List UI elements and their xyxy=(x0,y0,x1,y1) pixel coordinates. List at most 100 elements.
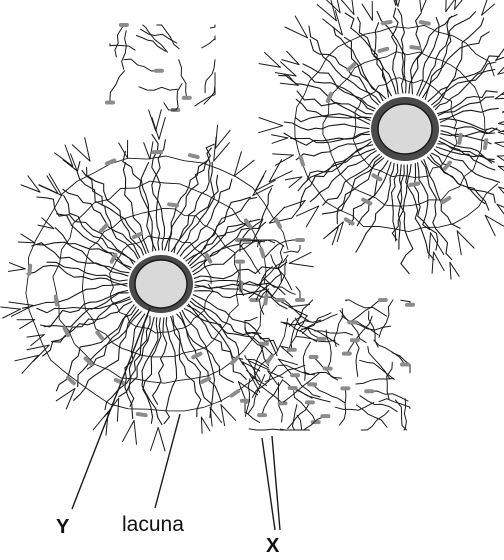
canaliculus-branch xyxy=(119,143,128,158)
canaliculus-branch xyxy=(497,155,504,156)
canaliculus-branch xyxy=(498,58,504,74)
canaliculus-branch xyxy=(8,269,25,272)
osteocyte xyxy=(29,266,30,274)
canaliculus-branch xyxy=(335,11,342,35)
osteocyte xyxy=(421,22,429,24)
osteocyte xyxy=(268,356,273,363)
canaliculus-branch xyxy=(450,262,451,279)
canaliculus xyxy=(428,157,489,210)
interstitial-line xyxy=(374,340,405,365)
osteocyte xyxy=(190,155,198,157)
osteocyte xyxy=(383,22,391,23)
canaliculus-branch xyxy=(421,0,428,12)
interstitial-line xyxy=(360,360,395,379)
canaliculus-branch xyxy=(216,130,231,148)
canaliculus-branch xyxy=(419,0,421,12)
osteocyte xyxy=(56,297,57,305)
interstitial-line xyxy=(124,59,159,71)
canaliculus xyxy=(438,97,494,116)
canaliculus xyxy=(64,196,135,263)
interstitial-line xyxy=(271,255,292,290)
osteocyte xyxy=(232,357,238,363)
osteocyte xyxy=(373,175,380,179)
canaliculus xyxy=(428,56,499,102)
osteocyte xyxy=(97,333,102,339)
interstitial-line xyxy=(115,25,124,57)
osteocyte xyxy=(169,204,177,205)
canaliculus-branch xyxy=(144,143,150,160)
osteocyte xyxy=(202,379,209,382)
interstitial-line xyxy=(179,60,187,98)
canaliculus-branch xyxy=(9,302,33,305)
osteocyte xyxy=(261,249,263,257)
interstitial-line xyxy=(288,402,310,428)
interstitial-line xyxy=(296,287,300,301)
interstitial-line xyxy=(136,36,165,52)
canaliculus-branch xyxy=(259,118,283,126)
canaliculus xyxy=(345,13,391,96)
canaliculus-branch xyxy=(498,124,504,127)
canaliculus-branch xyxy=(495,143,504,149)
canaliculus xyxy=(190,221,251,266)
canaliculus-branch xyxy=(272,135,288,138)
canaliculus-branch xyxy=(446,0,461,12)
interstitial-line xyxy=(110,71,125,103)
interstitial-line xyxy=(141,29,177,43)
osteocyte xyxy=(445,163,450,169)
interstitial-line xyxy=(157,25,179,49)
interstitial-line xyxy=(284,245,300,253)
interstitial-line xyxy=(139,87,177,90)
canaliculus-branch xyxy=(398,0,404,6)
canaliculus-branch xyxy=(498,132,504,140)
canaliculus-branch xyxy=(156,110,162,131)
canaliculus-branch xyxy=(117,398,118,421)
canaliculus xyxy=(310,39,380,103)
canaliculus-branch xyxy=(234,152,241,176)
canaliculus-branch xyxy=(362,4,372,20)
canaliculus-branch xyxy=(18,242,35,243)
canaliculus-branch xyxy=(159,118,165,140)
osteocyte xyxy=(265,295,266,303)
canaliculus xyxy=(392,8,399,94)
label-x: X xyxy=(266,535,280,557)
canaliculus xyxy=(418,163,430,230)
interstitial-line xyxy=(349,300,386,316)
osteocyte xyxy=(232,391,239,396)
canaliculus-branch xyxy=(289,263,313,266)
interstitial-line xyxy=(299,314,337,331)
label-lacuna: lacuna xyxy=(122,513,184,536)
osteocyte xyxy=(193,354,200,358)
osteocyte xyxy=(328,94,331,101)
interstitial-line xyxy=(210,25,215,28)
label-y: Y xyxy=(56,516,70,538)
canaliculus-branch xyxy=(149,110,156,131)
canaliculus-branch xyxy=(272,138,288,143)
canaliculus-branch xyxy=(134,421,137,445)
interstitial-line xyxy=(245,401,260,423)
canaliculus-branch xyxy=(498,118,504,123)
interstitial-line xyxy=(361,411,389,431)
canaliculus xyxy=(87,168,144,255)
interstitial-line xyxy=(334,309,343,347)
osteocyte xyxy=(411,47,419,48)
interstitial-line xyxy=(252,300,264,314)
osteocyte xyxy=(134,234,141,237)
interstitial-line xyxy=(122,31,127,70)
canaliculus-branch xyxy=(432,252,433,273)
canaliculus xyxy=(425,12,475,100)
interstitial-line xyxy=(326,330,331,369)
canaliculus xyxy=(88,307,137,369)
canaliculus xyxy=(194,291,287,309)
canaliculus-branch xyxy=(9,263,25,269)
canaliculus xyxy=(349,162,391,224)
canaliculus-branch xyxy=(158,428,165,451)
interstitial-line xyxy=(295,375,320,397)
interstitial-line xyxy=(205,60,215,93)
osteocyte xyxy=(410,184,418,185)
canaliculus-branch xyxy=(434,252,445,271)
canaliculus xyxy=(357,161,388,226)
canaliculus xyxy=(435,70,495,110)
canaliculus-branch xyxy=(495,141,504,143)
canaliculus xyxy=(398,9,405,93)
